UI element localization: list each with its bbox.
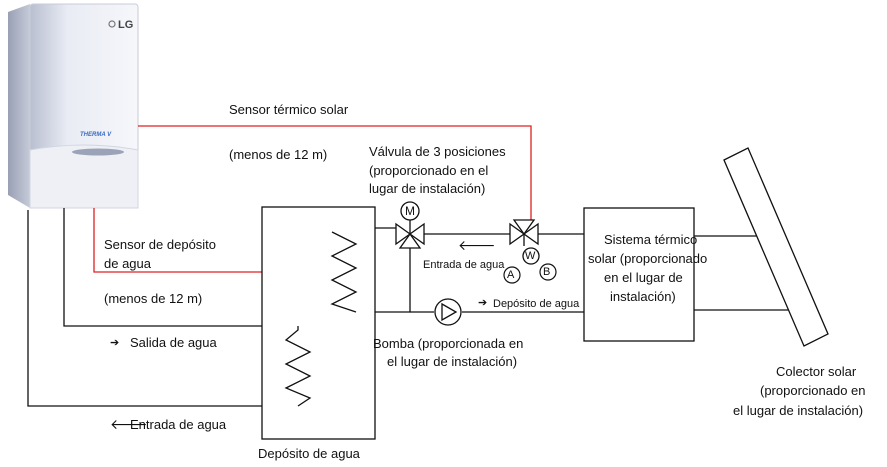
tank-small-label: Depósito de agua [493, 298, 580, 310]
valve-label-line2: (proporcionado en el [369, 163, 489, 178]
sensor-lines [93, 125, 532, 273]
pipe-lines [27, 208, 800, 407]
motor-w-label: W [525, 250, 536, 262]
inlet-arrow-icon: 🡐 [110, 416, 148, 432]
outlet-arrow-icon: ➔ [110, 337, 120, 349]
arrow-right-icon: ➔ [478, 297, 488, 309]
solar-system-label-line3: en el lugar de [604, 270, 683, 285]
inlet-small-label: Entrada de agua [423, 259, 505, 271]
collector-label-line2: (proporcionado en [760, 383, 866, 398]
pump-label-line2: el lugar de instalación) [387, 354, 518, 369]
indoor-unit [8, 3, 139, 209]
lg-logo-icon [108, 20, 116, 28]
inlet-label: Entrada de agua [130, 417, 227, 432]
three-way-valve-w [509, 219, 540, 265]
motor-m-label: M [405, 204, 415, 218]
water-tank [261, 206, 376, 440]
pipe-outlet [63, 208, 298, 327]
collector-label-line3: el lugar de instalación) [733, 403, 864, 418]
pump-label-line1: Bomba (proporcionada en [373, 336, 524, 351]
lg-logo-text: LG [118, 19, 134, 31]
valve-label-line3: lugar de instalación) [369, 181, 486, 196]
arrow-left-icon: 🡐 [458, 237, 496, 253]
tank-sensor-length-label: (menos de 12 m) [104, 291, 203, 306]
tank-sensor-label-line2: de agua [104, 256, 151, 271]
port-b-circle [539, 263, 557, 281]
upper-coil [330, 231, 358, 313]
therma-v-logo-text: THERMA V [80, 132, 112, 138]
solar-collector [723, 147, 829, 347]
tank-sensor-line [93, 208, 278, 273]
port-a-circle [503, 266, 521, 284]
solar-thermal-system-box [583, 207, 695, 342]
lower-coil [284, 326, 312, 407]
solar-system-label-line1: Sistema térmico [604, 232, 698, 247]
three-way-valve-m [395, 201, 425, 249]
pipe-inlet [27, 210, 298, 407]
solar-system-label-line4: instalación) [610, 289, 676, 304]
port-b-label: B [543, 266, 551, 278]
port-a-label: A [507, 269, 515, 281]
tank-sensor-label-line1: Sensor de depósito [104, 237, 217, 252]
outlet-label: Salida de agua [130, 335, 217, 350]
solar-sensor-length-label: (menos de 12 m) [229, 147, 328, 162]
solar-sensor-line [138, 125, 532, 222]
valve-label-line1: Válvula de 3 posiciones [369, 144, 506, 159]
solar-system-label-line2: solar (proporcionado [588, 251, 708, 266]
pump-icon [434, 298, 462, 326]
solar-sensor-label: Sensor térmico solar [229, 102, 349, 117]
collector-label-line1: Colector solar [776, 364, 857, 379]
tank-label: Depósito de agua [258, 446, 360, 461]
